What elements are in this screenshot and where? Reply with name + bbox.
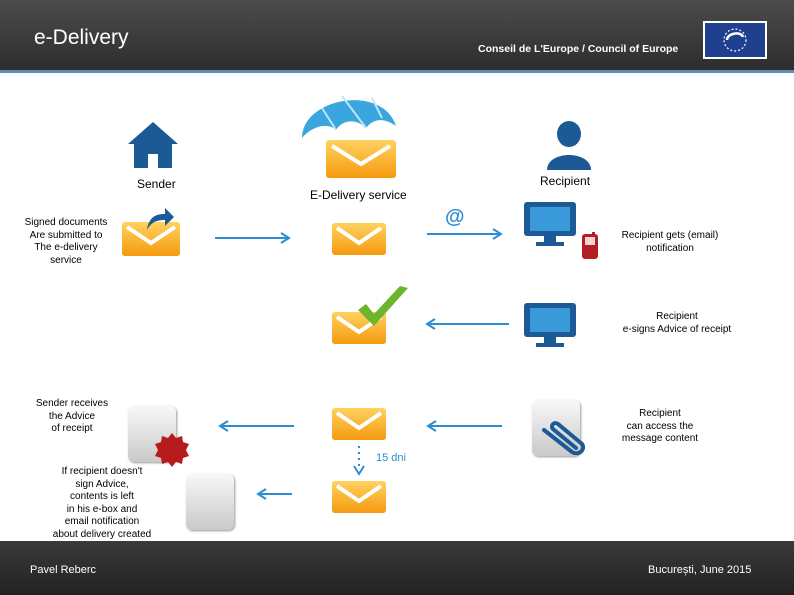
recipient-notification-label: Recipient gets (email) notification: [621, 230, 719, 254]
checkmark-icon: [356, 284, 410, 335]
footer-bar: [0, 541, 794, 595]
sender-label: Sender: [137, 177, 176, 191]
council-of-europe-logo: [703, 21, 767, 59]
eservice-label: E-Delivery service: [310, 188, 407, 202]
paperclip-icon: [540, 418, 590, 463]
monitor-icon: [522, 200, 578, 253]
flow-arrow-right-2: [427, 228, 503, 240]
page-title: e-Delivery: [34, 26, 129, 49]
pending-envelope-icon: [332, 481, 386, 513]
signed-docs-label: Signed documents Are submitted to The e-…: [24, 217, 108, 266]
advice-envelope-icon: [332, 408, 386, 440]
flow-arrow-left-1: [425, 318, 509, 330]
home-icon: [126, 120, 180, 175]
dotted-down-arrow: [353, 446, 365, 476]
if-not-signed-label: If recipient doesn't sign Advice, conten…: [52, 466, 152, 540]
recipient-access-label: Recipient can access the message content: [621, 408, 699, 444]
umbrella-icon: [292, 88, 402, 177]
document-icon: [186, 474, 234, 530]
flow-arrow-left-4: [256, 488, 292, 500]
sender-envelope-icon: [122, 222, 180, 256]
recipient-esigns-label: Recipient e-signs Advice of receipt: [622, 311, 732, 335]
place-date: București, June 2015: [648, 564, 752, 576]
organization-name: Conseil de L'Europe / Council of Europe: [478, 43, 679, 55]
days-label: 15 dni: [376, 452, 406, 464]
monitor-icon: [522, 301, 578, 354]
email-at-icon: @: [445, 206, 465, 228]
flow-arrow-left-2: [218, 420, 294, 432]
sender-receives-label: Sender receives the Advice of receipt: [35, 398, 109, 434]
header-bar: [0, 0, 794, 72]
recipient-label: Recipient: [540, 174, 591, 188]
seal-icon: [154, 432, 190, 473]
service-envelope-icon: [326, 140, 396, 178]
user-icon: [545, 120, 593, 177]
service-envelope-icon: [332, 223, 386, 255]
flow-arrow-left-3: [426, 420, 502, 432]
share-arrow-icon: [145, 206, 175, 237]
header-accent-line: [0, 70, 794, 73]
mobile-phone-icon: [581, 232, 599, 265]
author-name: Pavel Reberc: [30, 564, 97, 576]
flow-arrow-right-1: [215, 232, 291, 244]
